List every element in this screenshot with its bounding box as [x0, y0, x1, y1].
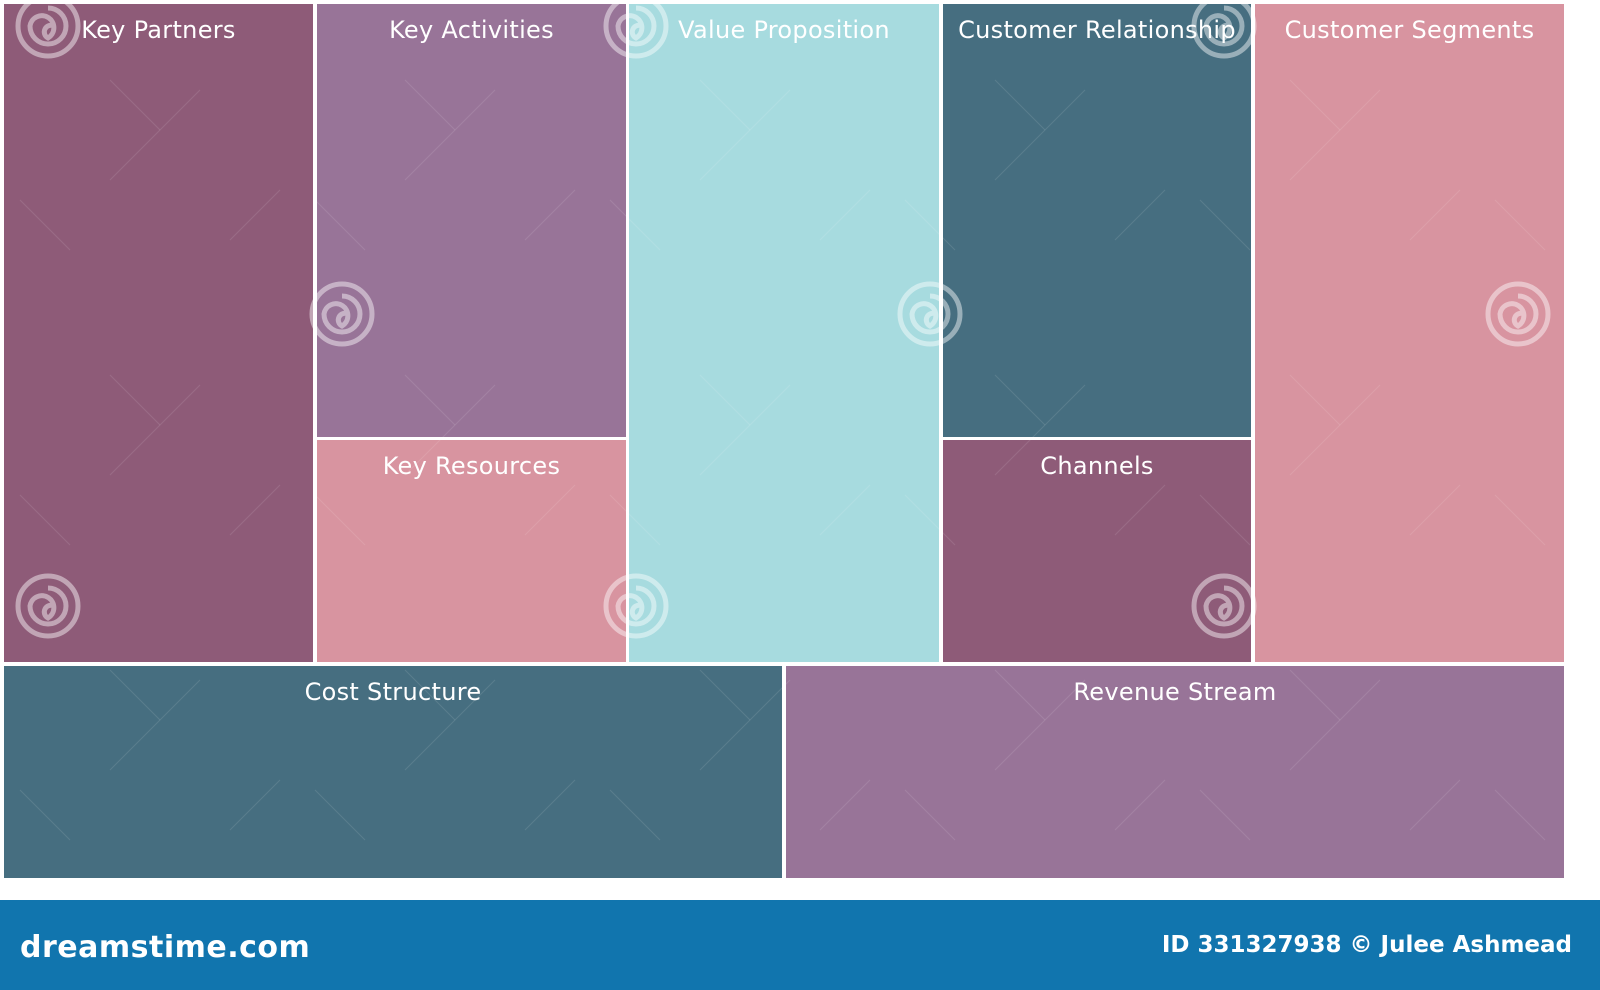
block-title-key-resources: Key Resources	[382, 452, 561, 480]
block-revenue-stream: Revenue Stream	[786, 666, 1564, 878]
block-key-partners: Key Partners	[4, 4, 313, 662]
block-key-resources: Key Resources	[317, 440, 626, 662]
footer-bar: dreamstime.com ID 331327938 © Julee Ashm…	[0, 900, 1600, 990]
block-value-proposition: Value Proposition	[629, 4, 939, 662]
block-title-channels: Channels	[1040, 452, 1154, 480]
block-customer-relationship: Customer Relationship	[943, 4, 1251, 437]
block-channels: Channels	[943, 440, 1251, 662]
block-key-activities: Key Activities	[317, 4, 626, 437]
block-title-key-activities: Key Activities	[389, 16, 554, 44]
footer-logo: dreamstime.com	[20, 930, 311, 965]
block-title-revenue-stream: Revenue Stream	[1073, 678, 1277, 706]
block-title-value-proposition: Value Proposition	[678, 16, 890, 44]
block-cost-structure: Cost Structure	[4, 666, 782, 878]
block-customer-segments: Customer Segments	[1255, 4, 1564, 662]
block-title-key-partners: Key Partners	[81, 16, 236, 44]
footer-credit: ID 331327938 © Julee Ashmead	[1161, 932, 1572, 958]
block-title-customer-segments: Customer Segments	[1284, 16, 1535, 44]
block-title-customer-relationship: Customer Relationship	[958, 16, 1236, 44]
block-title-cost-structure: Cost Structure	[304, 678, 482, 706]
